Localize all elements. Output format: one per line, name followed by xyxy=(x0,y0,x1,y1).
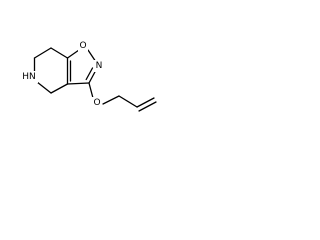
bond-n2-c3 xyxy=(88,69,97,84)
bond-c7a-o1 xyxy=(66,49,80,59)
bond-c3-c3a-ring xyxy=(66,82,90,85)
bond-n2-c3-double xyxy=(85,67,94,81)
bond-c6-c5 xyxy=(33,47,52,59)
bond-o-ch2 xyxy=(102,95,120,105)
atom-o1: O xyxy=(78,40,88,52)
atom-n2: N xyxy=(94,60,104,72)
atom-o3-label: O xyxy=(93,98,100,108)
atom-o3: O xyxy=(92,97,102,109)
bond-ch2-ch xyxy=(118,95,138,108)
atom-nh-label: HN xyxy=(22,72,36,82)
atom-nh: HN xyxy=(20,71,38,83)
bond-ch-ch2-double xyxy=(138,101,157,112)
bond-c3-c3a xyxy=(50,83,69,94)
bond-c7-c6 xyxy=(50,47,69,59)
bond-ch-ch2 xyxy=(136,97,155,108)
atom-o1-label: O xyxy=(79,41,86,51)
atom-n2-label: N xyxy=(96,61,103,71)
chemical-structure-diagram: O N O HN xyxy=(20,40,157,112)
